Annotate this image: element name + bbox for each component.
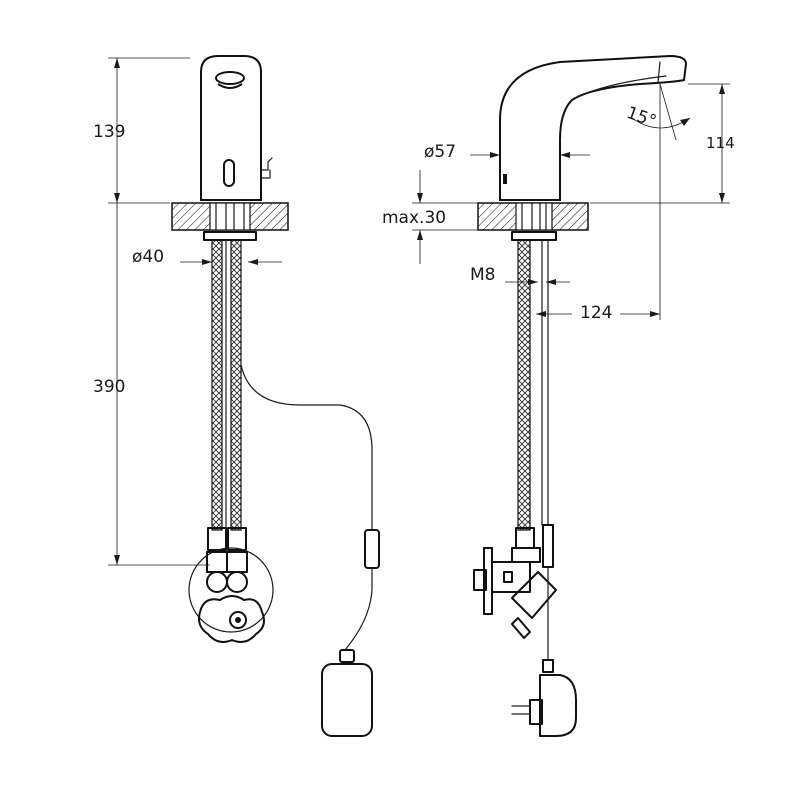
dim-40-label: ø40 [132, 247, 164, 267]
dim-m8: M8 [470, 265, 570, 285]
dim-angle: 15° [624, 83, 691, 141]
dim-57-label: ø57 [424, 142, 456, 162]
dim-m8-label: M8 [470, 265, 495, 285]
dim-40: ø40 [132, 247, 282, 267]
dim-max30-label: max.30 [382, 208, 446, 228]
mount-nut-front [203, 231, 257, 241]
dim-390-label: 390 [93, 377, 125, 397]
dim-124: 124 [536, 84, 661, 323]
angle-valves-front [188, 527, 274, 643]
battery-box-front [321, 663, 373, 737]
hose-side [517, 239, 531, 531]
dim-114: 114 [590, 83, 735, 204]
front-view: 139 ø40 [93, 55, 380, 737]
dim-139: 139 [93, 57, 190, 204]
dim-57: ø57 [424, 142, 590, 162]
faucet-body-side [499, 54, 688, 201]
battery-box-side [539, 674, 577, 737]
dim-114-label: 114 [706, 134, 735, 152]
hose-right-front [230, 239, 242, 531]
hose-left-front [211, 239, 223, 531]
dim-139-label: 139 [93, 122, 125, 142]
sensor-cable-front [240, 364, 373, 531]
dim-124-label: 124 [580, 303, 612, 323]
dim-max30: max.30 [382, 170, 478, 264]
angle-valve-side [473, 524, 557, 673]
side-view: ø57 max.30 M8 [382, 54, 735, 737]
faucet-body-front [200, 55, 273, 201]
dim-390: 390 [93, 203, 210, 566]
dim-angle-label: 15° [624, 103, 659, 132]
